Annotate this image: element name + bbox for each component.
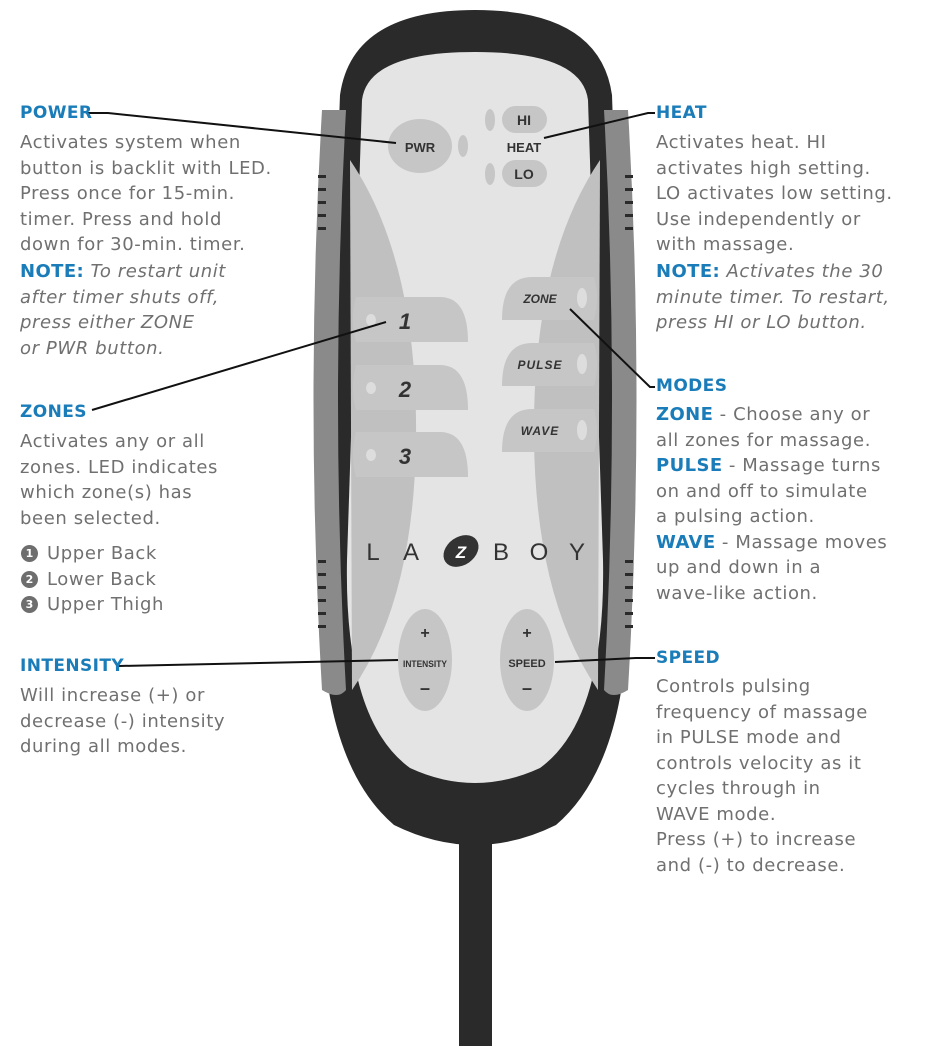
zone-3-led [366,449,376,461]
mode-zone-button[interactable]: ZONE [502,277,597,320]
mode-pulse-button[interactable]: PULSE [502,343,597,386]
mode-wave-label: WAVE [521,424,559,438]
intensity-plus[interactable]: + [420,625,429,642]
lo-label: LO [514,166,534,182]
heat-label: HEAT [507,140,541,155]
brand-letter-o: O [530,539,549,566]
zone-2-label: 2 [398,377,412,402]
zones-description: Activates any or all zones. LED indicate… [20,429,300,531]
speed-description: Controls pulsing frequency of massage in… [656,674,938,878]
mode-zone-label: ZONE [522,292,557,306]
lo-led [485,163,495,185]
power-description: Activates system when button is backlit … [20,130,310,258]
zone-2-led [366,382,376,394]
brand-letter-a: A [403,539,419,566]
zone-1-button[interactable]: 1 [353,297,468,342]
brand-letter-b: B [493,539,509,566]
intensity-label: INTENSITY [403,659,447,669]
mode-pulse-label: PULSE [517,358,562,372]
brand-letter-y: Y [569,539,585,566]
speed-heading: SPEED [656,648,720,668]
speed-label: SPEED [508,658,545,670]
hi-led [485,109,495,131]
brand-z-letter: Z [455,543,467,562]
intensity-description: Will increase (+) or decrease (-) intens… [20,683,310,760]
mode-wave-button[interactable]: WAVE [502,409,597,452]
zones-heading: ZONES [20,402,87,422]
pwr-label: PWR [405,140,436,155]
intensity-minus[interactable]: – [420,678,430,698]
intensity-rocker[interactable]: + INTENSITY – [398,609,452,711]
speed-plus[interactable]: + [522,625,531,642]
mode-wave-led [577,420,587,440]
zone-3-label: 3 [399,444,411,469]
modes-heading: MODES [656,376,727,396]
mode-zone-led [577,288,587,308]
zone-1-led [366,314,376,326]
zone-3-button[interactable]: 3 [353,432,468,477]
speed-rocker[interactable]: + SPEED – [500,609,554,711]
brand-letter-l: L [366,539,379,566]
zone-1-label: 1 [399,309,411,334]
heat-description: Activates heat. HI activates high settin… [656,130,938,258]
zone-2-button[interactable]: 2 [353,365,468,410]
intensity-heading: INTENSITY [20,656,124,676]
heat-note: NOTE: Activates the 30 minute timer. To … [656,259,938,336]
heat-heading: HEAT [656,103,707,123]
pwr-led [458,135,468,157]
mode-pulse-led [577,354,587,374]
power-note: NOTE: To restart unit after timer shuts … [20,259,310,361]
power-heading: POWER [20,103,92,123]
speed-minus[interactable]: – [522,678,532,698]
modes-description: ZONE - Choose any or all zones for massa… [656,402,938,606]
hi-label: HI [517,112,531,128]
